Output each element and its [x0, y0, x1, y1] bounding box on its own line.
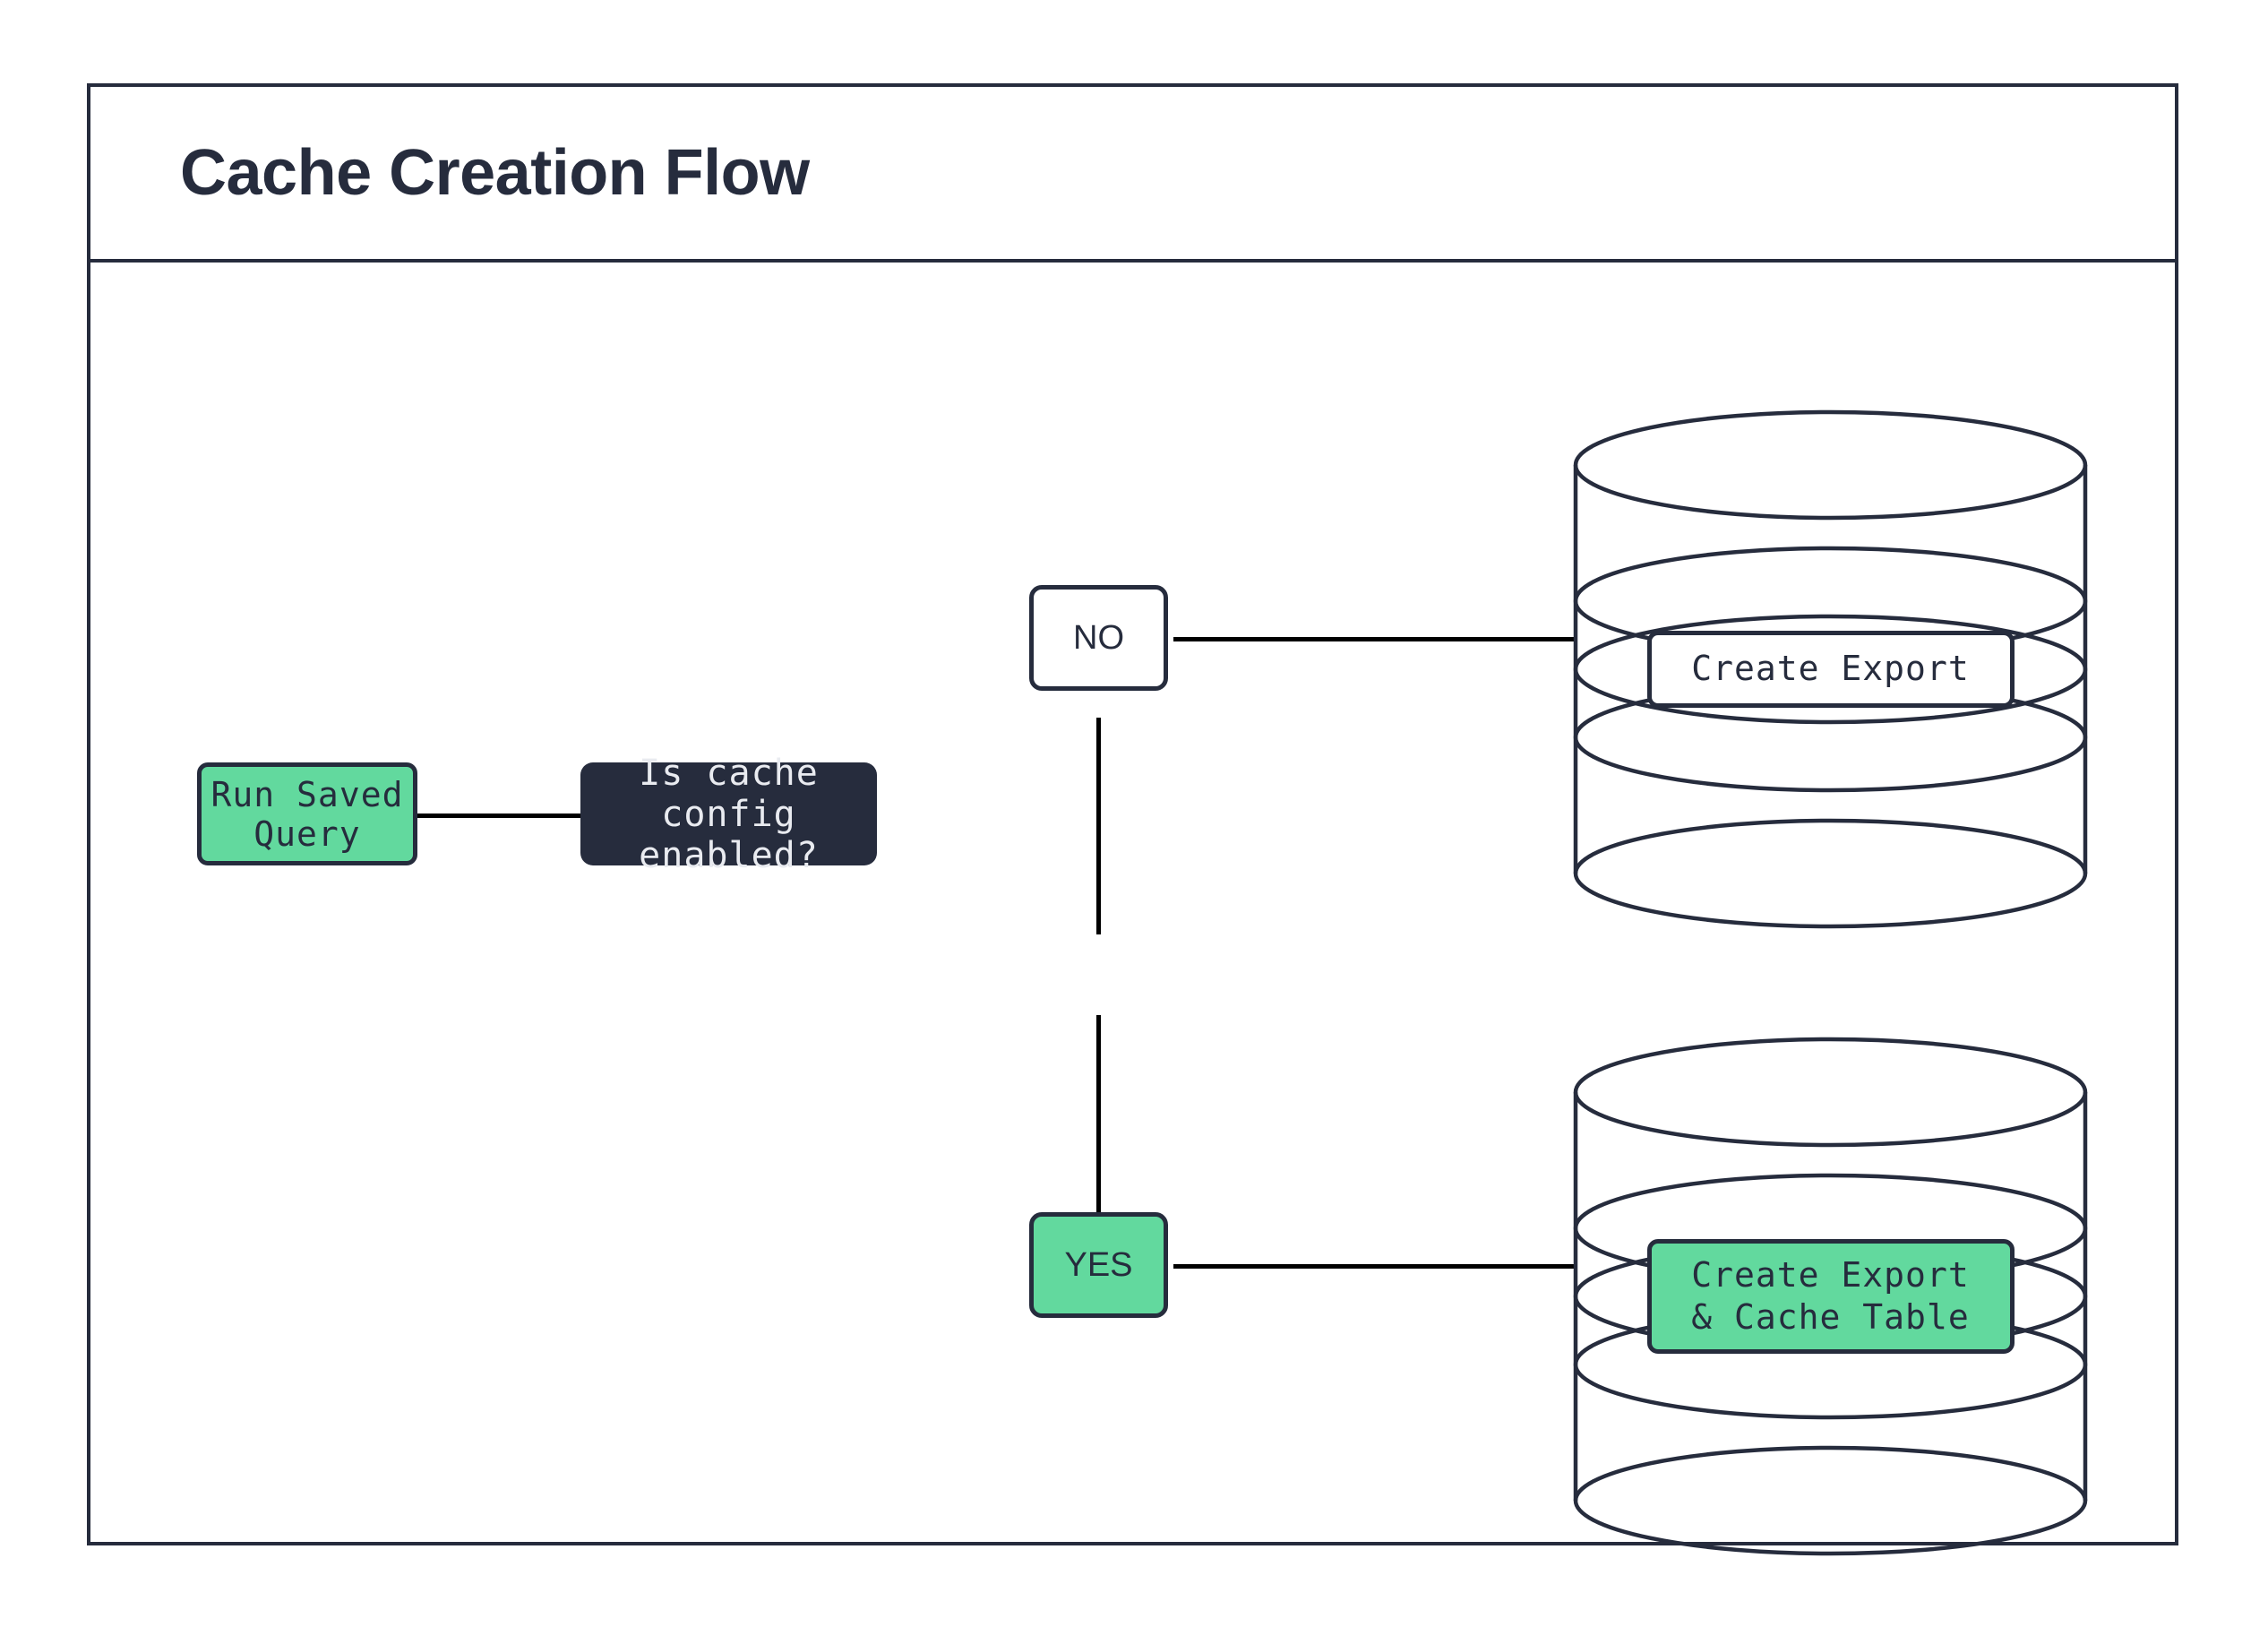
node-branch-no[interactable]: NO — [1029, 585, 1168, 691]
node-branch-yes[interactable]: YES — [1029, 1212, 1168, 1318]
node-database-export-cache-label: Create Export & Cache Table — [1646, 1239, 2015, 1354]
node-database-export-label: Create Export — [1646, 631, 2015, 708]
page-title: Cache Creation Flow — [180, 137, 810, 209]
node-run-saved-query[interactable]: Run Saved Query — [197, 762, 417, 865]
diagram-frame: Cache Creation Flow Run Saved Query Is c… — [87, 83, 2178, 1556]
node-database-export-cache[interactable]: Create Export & Cache Table — [1573, 1037, 2088, 1556]
node-decision-cache-config-label: Is cache config enabled? — [639, 752, 819, 876]
node-database-export-cache-label-line2: & Cache Table — [1691, 1297, 1970, 1337]
node-branch-no-label: NO — [1073, 618, 1124, 657]
node-branch-yes-label: YES — [1064, 1245, 1133, 1284]
diagram-header: Cache Creation Flow — [90, 87, 2175, 263]
edge-decision-to-no — [1096, 718, 1101, 934]
node-decision-cache-config[interactable]: Is cache config enabled? — [580, 753, 877, 876]
node-database-export-label-line1: Create Export — [1691, 649, 1970, 689]
edge-decision-to-yes — [1096, 1015, 1101, 1234]
node-run-saved-query-label: Run Saved Query — [210, 774, 404, 854]
edge-no-to-db-export — [1173, 637, 1575, 641]
node-database-export-cache-label-line1: Create Export — [1691, 1254, 1970, 1295]
diagram-body: Run Saved Query Is cache config enabled?… — [90, 263, 2175, 1556]
edge-start-to-decision — [416, 814, 582, 818]
node-database-export[interactable]: Create Export — [1573, 409, 2088, 929]
edge-yes-to-db-cache — [1173, 1264, 1575, 1269]
